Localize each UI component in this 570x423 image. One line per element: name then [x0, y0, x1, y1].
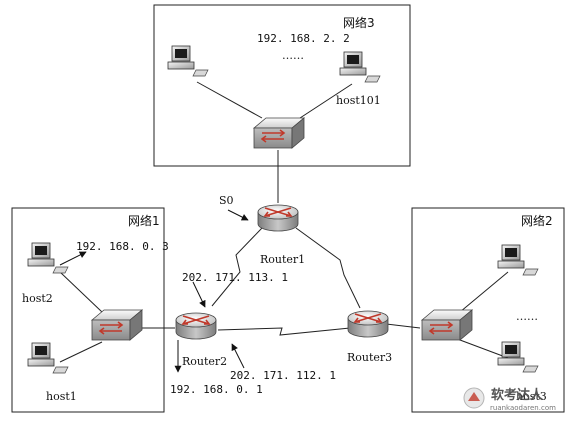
- pc-icon: [27, 342, 69, 374]
- router2-wan1-ip-label: 202. 171. 113. 1: [182, 271, 288, 284]
- router1-label: Router1: [260, 253, 305, 266]
- host1-label: host1: [46, 390, 77, 403]
- host2-label: host2: [22, 292, 53, 305]
- watermark-title: 软考达人: [491, 387, 544, 403]
- host101-label: host101: [336, 94, 381, 107]
- network2-box: [411, 207, 565, 413]
- net3-ip-label: 192. 168. 2. 2: [257, 32, 350, 45]
- switch-icon: [421, 309, 473, 341]
- router-icon: [257, 204, 299, 232]
- arrows: [59, 209, 249, 373]
- pc-icon: [497, 341, 539, 373]
- router-icon: [175, 312, 217, 340]
- links: [59, 81, 509, 363]
- net2-ellipsis: ……: [516, 310, 538, 323]
- router2-wan2-ip-label: 202. 171. 112. 1: [230, 369, 336, 382]
- switch-icon: [253, 117, 305, 149]
- pc-icon: [497, 244, 539, 276]
- network3-label: 网络3: [343, 15, 375, 30]
- pc-icon: [27, 242, 69, 274]
- network1-box: [11, 207, 165, 413]
- switch-icon: [91, 309, 143, 341]
- net3-ellipsis: ……: [282, 49, 304, 62]
- network1-label: 网络1: [128, 213, 160, 228]
- network2-label: 网络2: [521, 213, 553, 228]
- pc-icon: [167, 45, 209, 77]
- router3-label: Router3: [347, 351, 392, 364]
- watermark: 软考达人 ruankaodaren.com: [463, 387, 556, 412]
- router2-lan-ip-label: 192. 168. 0. 1: [170, 383, 263, 396]
- network3-box: [153, 4, 411, 167]
- router-icon: [347, 310, 389, 338]
- host3-label: host3: [516, 390, 547, 403]
- net1-host-ip-label: 192. 168. 0. 3: [76, 240, 169, 253]
- pc-icon: [339, 51, 381, 83]
- router2-label: Router2: [182, 355, 227, 368]
- s0-interface-label: S0: [219, 194, 234, 207]
- watermark-url: ruankaodaren.com: [490, 404, 556, 412]
